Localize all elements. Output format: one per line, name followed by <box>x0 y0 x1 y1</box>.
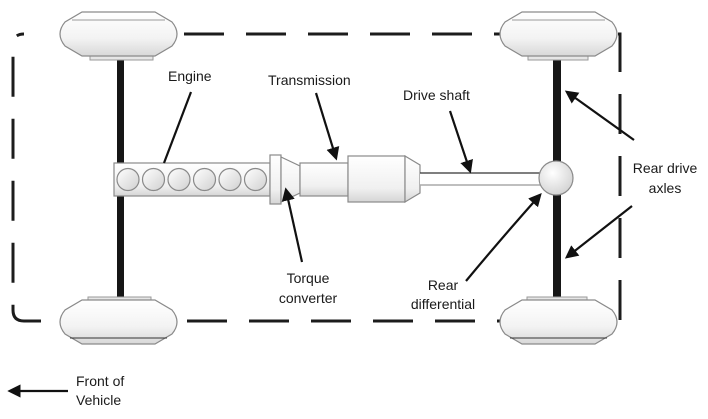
torque-converter-leader <box>281 187 304 263</box>
rear-drive-axle-upper <box>553 56 561 166</box>
wheel-front-right <box>59 296 178 345</box>
torque-converter <box>269 154 301 205</box>
wheel-rear-left <box>499 11 618 61</box>
wheel-rear-right <box>499 296 618 345</box>
drive-shaft-label: Drive shaft <box>403 87 470 103</box>
engine-cylinder <box>218 167 242 192</box>
rear-differential-leader <box>465 193 542 282</box>
wheel-front-left <box>59 11 178 61</box>
drive-shaft <box>420 172 540 186</box>
vehicle-outline <box>11 32 622 323</box>
engine-leader <box>162 91 193 164</box>
rear-differential-label-line1: Rear <box>428 277 459 293</box>
engine-label: Engine <box>168 68 212 84</box>
front-of-vehicle-label-line1: Front of <box>76 373 124 389</box>
rear-drive-axles-label-line2: axles <box>649 180 682 196</box>
engine-cylinder <box>141 167 166 192</box>
torque-converter-label-line1: Torque <box>287 270 330 286</box>
engine-cylinder <box>192 167 217 192</box>
engine-cylinder <box>167 167 191 192</box>
front-of-vehicle-label-line2: Vehicle <box>76 392 121 408</box>
transmission <box>299 154 421 204</box>
engine-cylinder <box>243 167 268 192</box>
engine <box>113 162 271 197</box>
rear-drive-axle-lower <box>553 190 561 300</box>
rear-differential <box>538 160 574 196</box>
engine-cylinder <box>116 167 140 192</box>
torque-converter-label-line2: converter <box>279 290 338 306</box>
engine-cylinders <box>116 167 268 192</box>
drive-shaft-leader <box>448 110 473 174</box>
rear-drive-axles-label-line1: Rear drive <box>633 160 698 176</box>
transmission-leader <box>314 92 340 161</box>
rear-differential-label-line2: differential <box>411 296 475 312</box>
transmission-label: Transmission <box>268 72 351 88</box>
rear-drive-axles-leader-upper <box>564 90 635 141</box>
rear-drive-axles-leader-lower <box>564 205 633 259</box>
